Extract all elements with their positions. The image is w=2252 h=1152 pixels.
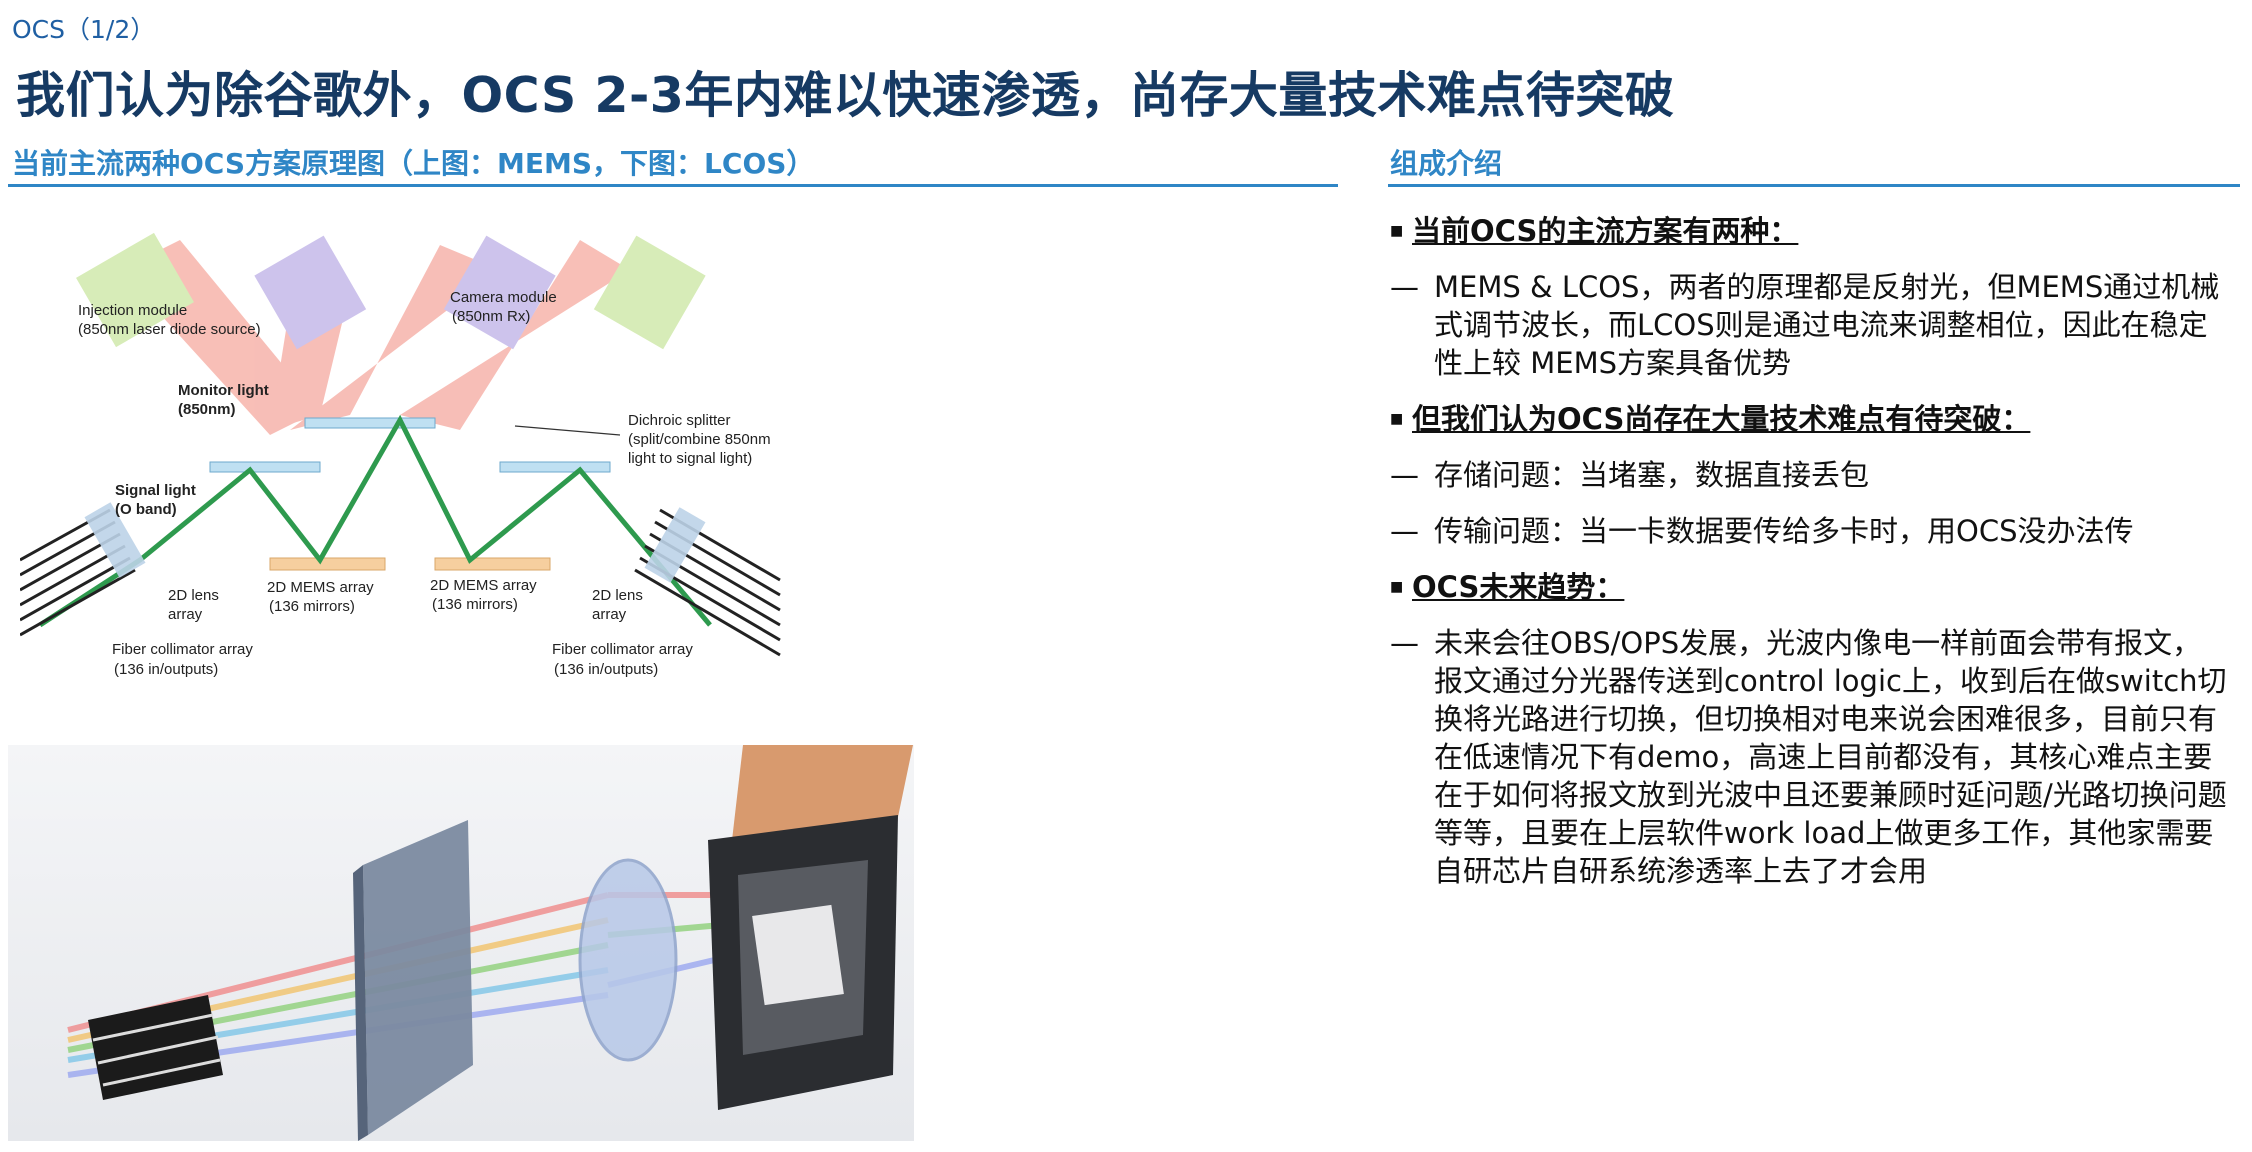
dash-icon: — [1390,626,1419,660]
signal-light-path [38,414,712,628]
square-bullet-icon: ■ [1390,411,1404,427]
composition-text: ■ 当前OCS的主流方案有两种： — MEMS & LCOS，两者的原理都是反射… [1390,212,2230,908]
dash-item: — MEMS & LCOS，两者的原理都是反射光，但MEMS通过机械式调节波长，… [1390,270,2220,380]
square-bullet-icon: ■ [1390,223,1404,239]
lcos-fiber-bundle [88,995,223,1100]
splitter-left [209,461,321,473]
fiber-collimator-right [634,508,781,657]
label-mems-right-2: (136 mirrors) [432,596,518,613]
lcos-chip-surface [752,904,844,1006]
label-monitor-2: (850nm) [178,401,236,418]
injection-module-box [76,232,194,348]
dichroic-pointer [514,425,621,436]
label-mems-left-1: 2D MEMS array [267,579,374,596]
label-lens-right-2: array [592,606,627,623]
camera-module-box [443,235,556,350]
lcos-illustration [8,745,914,1141]
bullet-item: ■ 但我们认为OCS尚存在大量技术难点有待突破： [1390,402,2031,436]
label-lens-right-1: 2D lens [592,587,643,604]
label-dichroic-3: light to signal light) [628,450,752,467]
bullet-item: ■ 当前OCS的主流方案有两种： [1390,214,1799,248]
left-heading-rule [8,184,1338,187]
label-dichroic-1: Dichroic splitter [628,412,731,429]
label-lens-left-1: 2D lens [168,587,219,604]
mems-array-right [434,557,551,571]
page-title: 我们认为除谷歌外，OCS 2-3年内难以快速渗透，尚存大量技术难点待突破 [16,67,1675,124]
dash-item: — 未来会往OBS/OPS发展，光波内像电一样前面会带有报文，报文通过分光器传送… [1390,626,2227,888]
label-dichroic-2: (split/combine 850nm [628,431,771,448]
label-mems-right-1: 2D MEMS array [430,577,537,594]
label-camera-1: Camera module [450,289,557,306]
label-fiber-left-2: (136 in/outputs) [114,661,218,678]
grating-plate [353,820,473,1141]
label-fiber-left-1: Fiber collimator array [112,641,253,658]
label-fiber-right-2: (136 in/outputs) [554,661,658,678]
label-signal-1: Signal light [115,482,196,499]
lcos-chip-module [708,815,898,1110]
left-section-heading: 当前主流两种OCS方案原理图（上图：MEMS，下图：LCOS） [12,147,815,180]
label-injection-1: Injection module [78,302,187,319]
bullet-item: ■ OCS未来趋势： [1390,570,1625,604]
label-monitor-1: Monitor light [178,382,269,399]
dash-icon: — [1390,458,1419,492]
dash-item: — 传输问题：当一卡数据要传给多卡时，用OCS没办法传 [1390,514,2134,548]
label-lens-left-2: array [168,606,203,623]
right-section-heading: 组成介绍 [1390,147,1503,180]
mems-top-box-purple [254,235,367,350]
dash-icon: — [1390,270,1419,304]
label-injection-2: (850nm laser diode source) [78,321,261,338]
dash-item: — 存储问题：当堵塞，数据直接丢包 [1390,458,1870,492]
dash-icon: — [1390,514,1419,548]
splitter-right [499,461,611,473]
mems-top-box-green [593,235,706,350]
lcos-lens [578,858,678,1062]
label-mems-left-2: (136 mirrors) [269,598,355,615]
lens-array-left [84,502,146,578]
dichroic-splitter-top [304,417,436,429]
square-bullet-icon: ■ [1390,579,1404,595]
mems-diagram: Injection module (850nm laser diode sour… [20,232,781,678]
label-signal-2: (O band) [115,501,177,518]
breadcrumb: OCS（1/2） [12,15,156,44]
label-camera-2: (850nm Rx) [452,308,530,325]
lens-array-right [644,507,706,583]
mems-array-left [269,557,386,571]
right-heading-rule [1388,184,2240,187]
label-fiber-right-1: Fiber collimator array [552,641,693,658]
